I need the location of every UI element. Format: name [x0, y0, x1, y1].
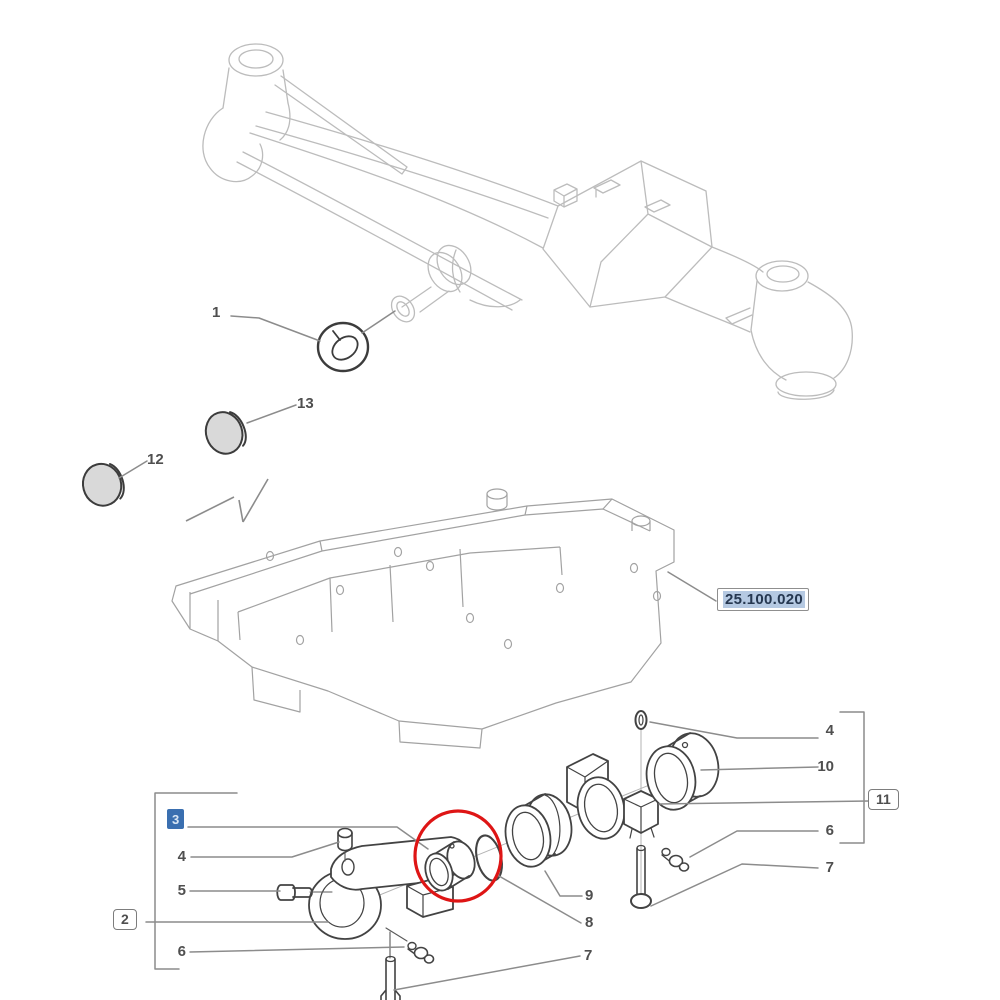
callout-9[interactable]: 9	[585, 887, 594, 904]
callout-1[interactable]: 1	[212, 304, 221, 321]
callout-2-boxed[interactable]: 2	[113, 909, 137, 930]
axle-housing-drawing	[202, 43, 853, 400]
callout-12[interactable]: 12	[147, 451, 164, 468]
callout-3-selected[interactable]: 3	[167, 809, 185, 829]
part-code-label[interactable]: 25.100.020	[717, 588, 810, 611]
part-code-highlighted-text: 25.100.020	[723, 591, 806, 608]
callout-11-boxed[interactable]: 11	[868, 789, 899, 810]
leader-lines	[118, 310, 870, 991]
callout-4-right[interactable]: 4	[825, 722, 834, 739]
callout-6-right[interactable]: 6	[825, 822, 834, 839]
callout-5[interactable]: 5	[177, 882, 186, 899]
callout-6-left[interactable]: 6	[177, 943, 186, 960]
callout-7-left[interactable]: 7	[584, 947, 593, 964]
cap-parts	[81, 411, 247, 507]
callout-10[interactable]: 10	[817, 758, 834, 775]
seal-washer-part	[316, 321, 370, 373]
red-highlight-circle	[413, 809, 503, 903]
callout-13[interactable]: 13	[297, 395, 314, 412]
callout-8[interactable]: 8	[585, 914, 594, 931]
callout-7-right[interactable]: 7	[825, 859, 834, 876]
support-frame-drawing	[171, 478, 675, 749]
exploded-parts-drawing	[276, 710, 720, 1000]
callout-4-left[interactable]: 4	[177, 848, 186, 865]
